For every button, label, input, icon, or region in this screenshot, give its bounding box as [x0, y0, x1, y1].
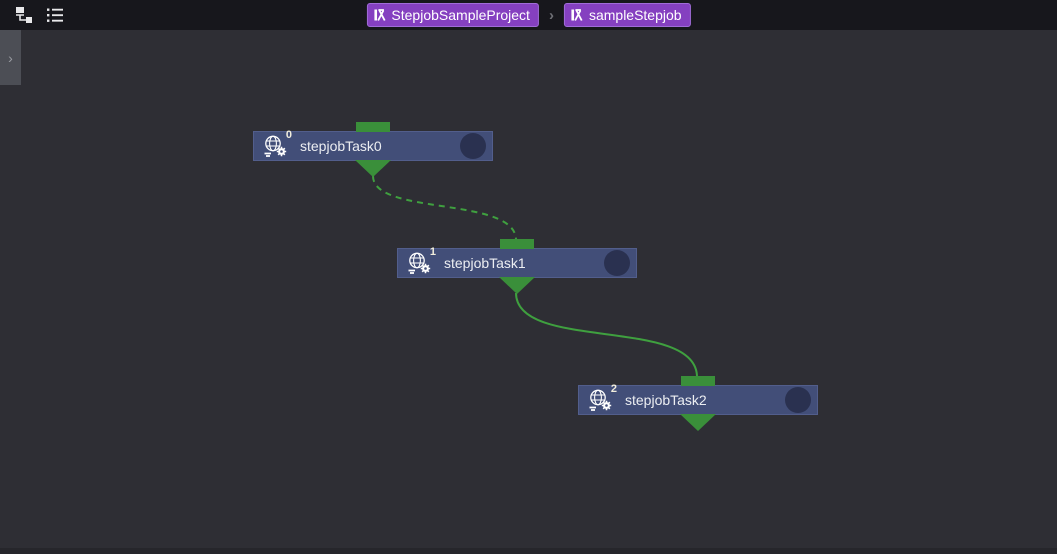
task-state-indicator — [785, 387, 811, 413]
task-node-stepjobTask0[interactable]: 0 stepjobTask0 — [253, 122, 493, 177]
task-label: stepjobTask2 — [625, 392, 707, 408]
task-index-badge: 0 — [285, 129, 292, 141]
task-index-badge: 1 — [429, 246, 436, 258]
graph-canvas[interactable]: › — [0, 30, 1057, 554]
output-port[interactable] — [499, 277, 535, 294]
breadcrumb-project[interactable]: StepjobSampleProject — [366, 3, 539, 27]
breadcrumb-project-label: StepjobSampleProject — [391, 6, 530, 23]
task-state-indicator — [604, 250, 630, 276]
breadcrumb-separator-icon: › — [548, 6, 554, 24]
edge-task0-task1 — [372, 175, 517, 241]
stepjob-project-icon — [373, 8, 386, 21]
output-port[interactable] — [355, 160, 391, 177]
breadcrumb-stepjob-label: sampleStepjob — [588, 6, 682, 23]
task-index-badge: 2 — [610, 383, 617, 395]
task-node-stepjobTask1[interactable]: 1 stepjobTask1 — [397, 239, 637, 294]
tree-view-icon[interactable] — [12, 4, 34, 26]
task-node-stepjobTask2[interactable]: 2 stepjobTask2 — [578, 376, 818, 431]
task-label: stepjobTask1 — [444, 255, 526, 271]
top-bar: StepjobSampleProject › sampleStepjob — [0, 0, 1057, 30]
globe-gear-icon: 1 — [406, 247, 436, 275]
chevron-right-icon: › — [8, 49, 13, 66]
stepjob-icon — [571, 8, 583, 21]
list-view-icon[interactable] — [44, 4, 66, 26]
edge-task1-task2 — [515, 292, 698, 378]
input-port[interactable] — [356, 122, 390, 132]
task-label: stepjobTask0 — [300, 138, 382, 154]
input-port[interactable] — [681, 376, 715, 386]
output-port[interactable] — [680, 414, 716, 431]
breadcrumb: StepjobSampleProject › sampleStepjob — [366, 0, 691, 30]
task-state-indicator — [460, 133, 486, 159]
input-port[interactable] — [500, 239, 534, 249]
bottom-edge-strip — [0, 548, 1057, 554]
toolbar — [0, 4, 66, 26]
component-library-expand-handle[interactable]: › — [0, 30, 21, 85]
globe-gear-icon: 2 — [587, 384, 617, 412]
globe-gear-icon: 0 — [262, 130, 292, 158]
breadcrumb-stepjob[interactable]: sampleStepjob — [563, 3, 691, 27]
